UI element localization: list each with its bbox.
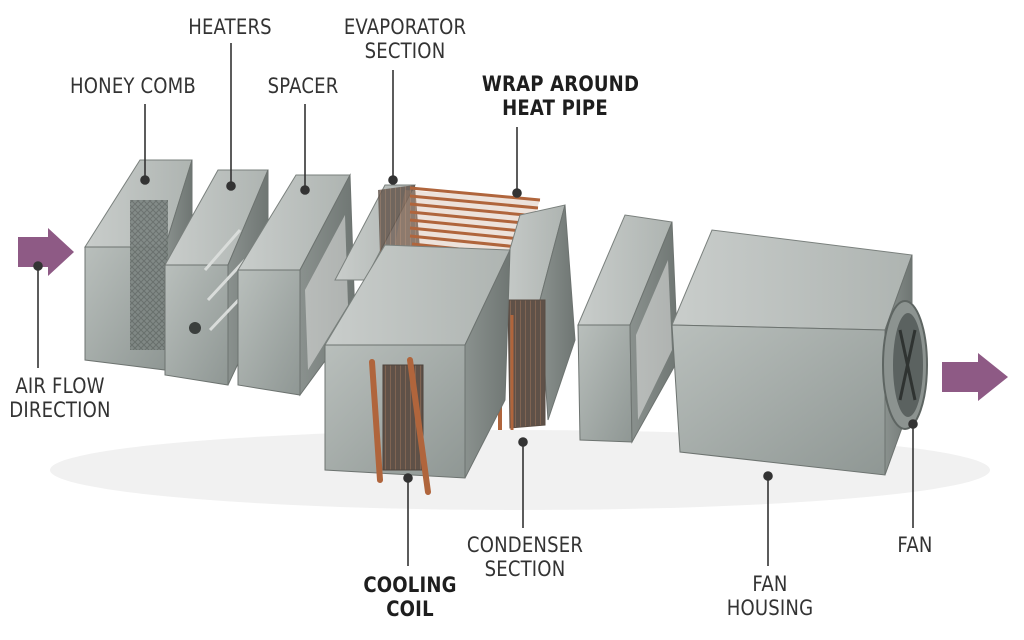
label-fan: FAN xyxy=(897,533,933,557)
leader-lines xyxy=(33,43,918,566)
label-cooling-line1: COOLING xyxy=(363,573,457,597)
airflow-out-arrow xyxy=(942,353,1008,401)
label-evaporator-line1: EVAPORATOR xyxy=(343,15,467,39)
label-wrap-around-heat-pipe: WRAP AROUND HEAT PIPE xyxy=(481,72,640,120)
label-condenser-line1: CONDENSER xyxy=(466,533,584,557)
label-airflow-line2: DIRECTION xyxy=(9,398,111,422)
label-cooling-line2: COIL xyxy=(386,597,434,621)
label-wrap-line1: WRAP AROUND xyxy=(481,72,640,96)
evaporator-section xyxy=(334,184,420,281)
label-condenser-section: CONDENSER SECTION xyxy=(461,533,590,581)
label-airflow-line1: AIR FLOW xyxy=(15,374,105,398)
label-evaporator-section: EVAPORATOR SECTION xyxy=(332,15,478,63)
condenser-section xyxy=(494,204,576,430)
label-heaters: HEATERS xyxy=(188,15,272,39)
label-wrap-line2: HEAT PIPE xyxy=(502,96,608,120)
label-fan-housing: FAN HOUSING xyxy=(718,572,821,620)
label-honey-comb: HONEY COMB xyxy=(69,74,197,98)
cooling-coil-section xyxy=(324,244,511,495)
fan xyxy=(882,300,928,430)
airflow-in-arrow xyxy=(18,228,74,276)
label-evaporator-line2: SECTION xyxy=(364,39,446,63)
label-cooling-coil: COOLING COIL xyxy=(358,573,461,621)
spacer-section xyxy=(237,173,356,397)
honey-comb-section xyxy=(84,159,193,371)
label-fanhousing-line1: FAN xyxy=(752,572,788,596)
spacer-section-2 xyxy=(577,214,679,444)
label-condenser-line2: SECTION xyxy=(484,557,566,581)
fan-housing xyxy=(671,229,913,476)
label-air-flow-direction: AIR FLOW DIRECTION xyxy=(8,374,111,422)
label-spacer: SPACER xyxy=(267,74,339,98)
label-fanhousing-line2: HOUSING xyxy=(726,596,814,620)
wrap-around-heat-pipe xyxy=(395,186,541,258)
